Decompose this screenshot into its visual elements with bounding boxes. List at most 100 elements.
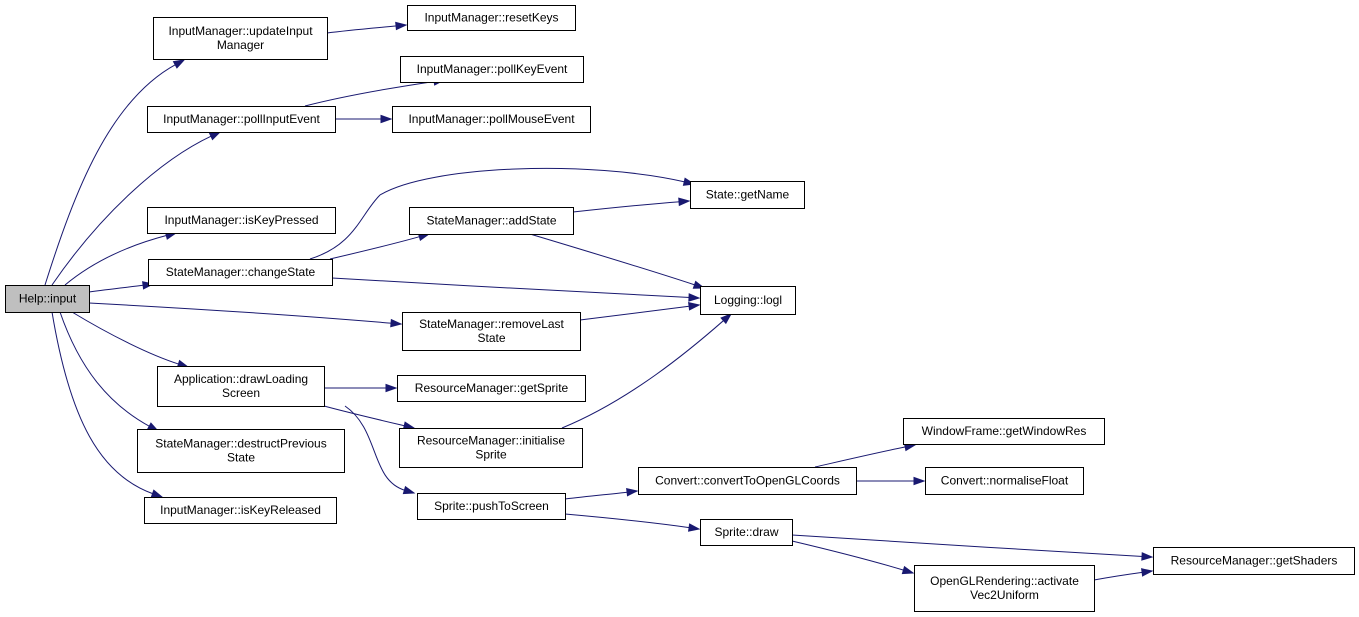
- input-manager-is-key-released-node[interactable]: InputManager::isKeyReleased: [144, 497, 337, 524]
- node-label: InputManager::pollKeyEvent: [417, 62, 568, 76]
- edge-sm-removelast-to-logging-logl: [579, 302, 701, 321]
- node-label: StateManager::destructPrevious: [155, 437, 326, 451]
- node-label: Help::input: [19, 292, 77, 306]
- input-manager-is-key-pressed-node[interactable]: InputManager::isKeyPressed: [147, 207, 336, 234]
- window-frame-get-window-res-node[interactable]: WindowFrame::getWindowRes: [903, 418, 1105, 445]
- node-label: State::getName: [706, 188, 790, 202]
- sprite-push-to-screen-node[interactable]: Sprite::pushToScreen: [417, 493, 566, 520]
- edge-sm-addstate-to-logging-logl: [529, 233, 706, 289]
- edge-line: [344, 405, 406, 491]
- node-label: Convert::normaliseFloat: [941, 474, 1069, 488]
- logging-logl-node[interactable]: Logging::logl: [700, 286, 796, 315]
- edge-sprite-draw-to-rm-getshaders: [791, 534, 1154, 561]
- node-label: ResourceManager::getSprite: [415, 381, 569, 395]
- edge-line: [579, 305, 691, 321]
- resource-manager-get-shaders-node[interactable]: ResourceManager::getShaders: [1153, 547, 1355, 575]
- input-manager-poll-mouse-event-node[interactable]: InputManager::pollMouseEvent: [392, 106, 591, 133]
- node-label: Sprite::draw: [714, 525, 778, 539]
- edge-line: [51, 135, 213, 286]
- node-label: WindowFrame::getWindowRes: [922, 424, 1087, 438]
- edge-line: [561, 319, 725, 429]
- arrowhead-icon: [913, 476, 926, 486]
- node-label: Convert::convertToOpenGLCoords: [655, 474, 840, 488]
- edge-app-drawloading-to-rm-initsprite: [323, 405, 416, 430]
- node-label: StateManager::changeState: [166, 265, 316, 279]
- edge-line: [88, 284, 145, 293]
- edge-ogl-activate-to-rm-getshaders: [1093, 568, 1154, 581]
- arrowhead-icon: [1141, 552, 1154, 561]
- edge-rm-initsprite-to-logging-logl: [561, 313, 733, 429]
- edge-im-pollinput-to-im-pollmouse: [334, 114, 393, 124]
- node-label: Sprite::pushToScreen: [434, 499, 549, 513]
- edge-help-input-to-sm-changestate: [88, 281, 155, 293]
- input-manager-poll-key-event-node[interactable]: InputManager::pollKeyEvent: [400, 56, 584, 83]
- node-label: OpenGLRendering::activate: [930, 574, 1079, 588]
- convert-convert-to-opengl-coords-node[interactable]: Convert::convertToOpenGLCoords: [638, 467, 857, 495]
- edge-line: [44, 63, 177, 286]
- edge-conv-toopengl-to-wf-getwindowres: [814, 442, 917, 468]
- input-manager-reset-keys-node[interactable]: InputManager::resetKeys: [407, 5, 576, 31]
- edge-help-input-to-sm-destructprev: [59, 311, 160, 432]
- edge-sm-addstate-to-state-getname: [572, 197, 691, 213]
- node-label: ResourceManager::getShaders: [1171, 554, 1338, 568]
- edge-sm-changestate-to-logging-logl: [331, 277, 701, 302]
- sprite-draw-node[interactable]: Sprite::draw: [700, 519, 793, 546]
- node-box: [392, 106, 591, 133]
- node-box: [397, 375, 586, 402]
- node-label: InputManager::isKeyPressed: [164, 213, 318, 227]
- node-label: Manager: [217, 38, 264, 52]
- arrowhead-icon: [720, 313, 733, 325]
- node-label: InputManager::isKeyReleased: [160, 503, 321, 517]
- node-box: [417, 493, 566, 520]
- node-box: [903, 418, 1105, 445]
- edge-line: [564, 491, 629, 500]
- node-box: [5, 285, 90, 313]
- resource-manager-get-sprite-node[interactable]: ResourceManager::getSprite: [397, 375, 586, 402]
- arrowhead-icon: [687, 523, 701, 532]
- node-box: [147, 207, 336, 234]
- arrowhead-icon: [385, 383, 398, 393]
- node-box: [1153, 547, 1355, 575]
- node-label: ResourceManager::initialise: [417, 434, 565, 448]
- convert-normalise-float-node[interactable]: Convert::normaliseFloat: [925, 467, 1084, 495]
- edge-line: [529, 233, 696, 286]
- node-box: [399, 428, 583, 468]
- edge-line: [323, 405, 406, 427]
- arrowhead-icon: [626, 487, 639, 497]
- node-box: [700, 286, 796, 315]
- state-manager-add-state-node[interactable]: StateManager::addState: [409, 207, 574, 235]
- node-box: [409, 207, 574, 235]
- help-input-node[interactable]: Help::input: [5, 285, 90, 313]
- edge-line: [791, 534, 1144, 557]
- node-label: Application::drawLoading: [174, 372, 308, 386]
- node-box: [137, 429, 345, 473]
- arrowhead-icon: [208, 131, 222, 141]
- edge-line: [1093, 571, 1144, 581]
- edge-sprite-draw-to-ogl-activate: [791, 540, 915, 575]
- node-box: [690, 181, 805, 209]
- node-label: StateManager::addState: [426, 214, 556, 228]
- edge-app-drawloading-to-sprite-push: [344, 405, 416, 495]
- node-label: StateManager::removeLast: [419, 317, 564, 331]
- state-get-name-node[interactable]: State::getName: [690, 181, 805, 209]
- node-box: [638, 467, 857, 495]
- state-manager-change-state-node[interactable]: StateManager::changeState: [148, 259, 333, 286]
- nodes-layer: Help::input InputManager::updateInputMana…: [5, 5, 1355, 612]
- edge-line: [814, 446, 907, 468]
- edge-sprite-push-to-conv-toopengl: [564, 487, 639, 500]
- edge-line: [88, 302, 393, 324]
- edge-line: [326, 25, 398, 34]
- node-label: InputManager::resetKeys: [424, 11, 558, 25]
- node-box: [402, 312, 581, 351]
- node-label: Vec2Uniform: [970, 588, 1039, 602]
- input-manager-poll-input-event-node[interactable]: InputManager::pollInputEvent: [147, 106, 336, 133]
- edge-app-drawloading-to-rm-getsprite: [323, 383, 398, 393]
- arrowhead-icon: [395, 21, 408, 31]
